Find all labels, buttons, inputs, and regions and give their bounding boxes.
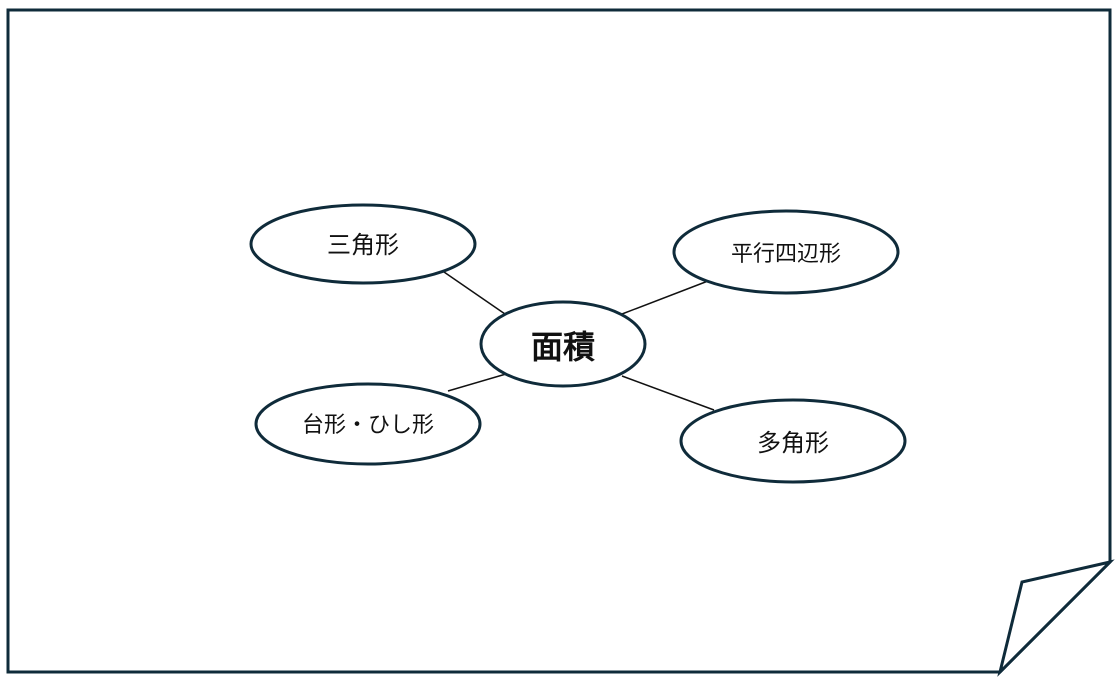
node-triangle-label: 三角形 bbox=[327, 231, 399, 259]
node-parallelogram: 平行四辺形 bbox=[672, 209, 900, 295]
connector-trapezoid-rhombus bbox=[447, 373, 507, 392]
connector-parallelogram bbox=[621, 280, 709, 315]
node-trapezoid-rhombus: 台形・ひし形 bbox=[254, 382, 482, 466]
center-node-label: 面積 bbox=[531, 328, 595, 366]
connector-polygon bbox=[621, 375, 715, 411]
node-parallelogram-label: 平行四辺形 bbox=[731, 242, 841, 267]
node-trapezoid-rhombus-label: 台形・ひし形 bbox=[302, 413, 434, 438]
center-node: 面積 bbox=[479, 300, 647, 388]
connector-triangle bbox=[443, 271, 506, 315]
node-triangle: 三角形 bbox=[249, 203, 477, 285]
node-polygon: 多角形 bbox=[679, 398, 907, 484]
node-polygon-label: 多角形 bbox=[757, 429, 829, 457]
folded-corner bbox=[997, 559, 1115, 677]
